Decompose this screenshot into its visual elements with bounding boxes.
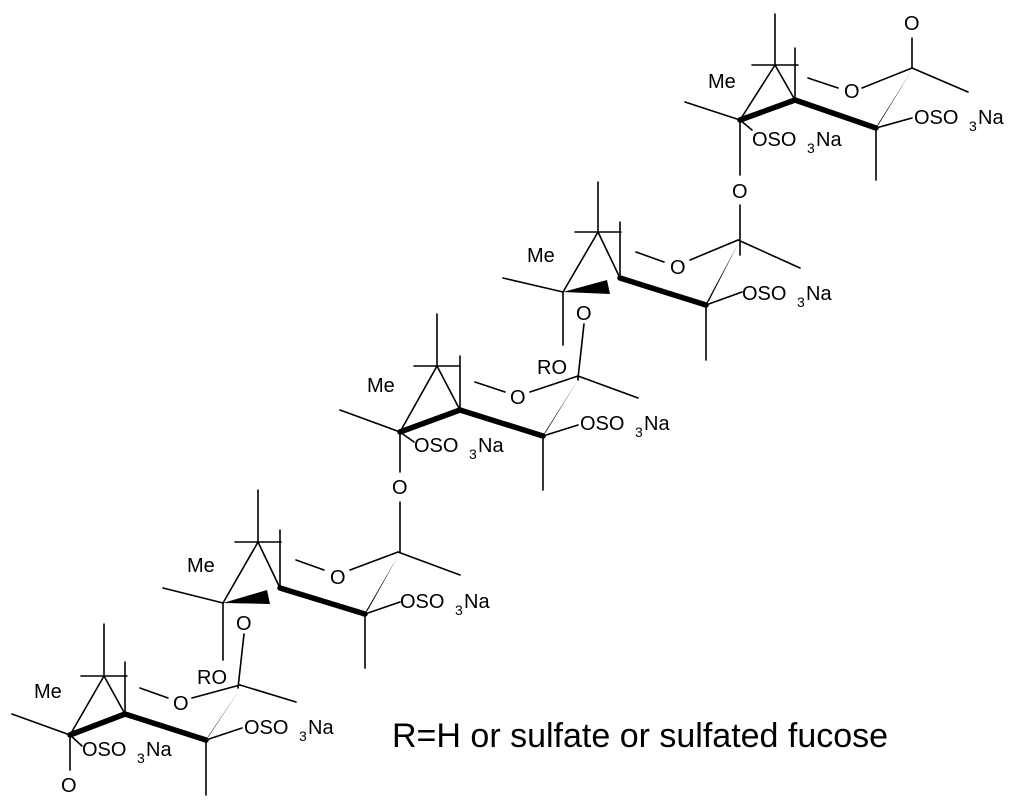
label-o: O	[844, 81, 860, 103]
label-oso: OSO	[82, 739, 126, 761]
label-na: Na	[146, 739, 172, 761]
label-me: Me	[34, 681, 62, 703]
label-oso: OSO	[742, 283, 786, 305]
label-oso: OSO	[414, 435, 458, 457]
label-subscript-3: 3	[969, 118, 977, 134]
label-o: O	[173, 693, 189, 715]
label-o: O	[510, 387, 526, 409]
label-subscript-3: 3	[455, 602, 463, 618]
label-oso: OSO	[914, 107, 958, 129]
label-me: Me	[708, 71, 736, 93]
label-me: Me	[367, 375, 395, 397]
label-oso: OSO	[400, 591, 444, 613]
label-o: O	[236, 613, 252, 635]
label-me: Me	[187, 555, 215, 577]
fucose-ring-4	[162, 489, 461, 689]
label-ro: RO	[197, 667, 227, 689]
label-na: Na	[816, 129, 842, 151]
label-oso: OSO	[580, 413, 624, 435]
fucose-ring-2	[502, 181, 801, 379]
label-na: Na	[644, 413, 670, 435]
label-na: Na	[464, 591, 490, 613]
label-o: O	[576, 303, 592, 325]
label-na: Na	[478, 435, 504, 457]
r-group-legend: R=H or sulfate or sulfated fucose	[392, 717, 888, 755]
label-subscript-3: 3	[807, 140, 815, 156]
label-subscript-3: 3	[635, 424, 643, 440]
label-o: O	[330, 567, 346, 589]
label-na: Na	[806, 283, 832, 305]
label-o: O	[392, 477, 408, 499]
label-subscript-3: 3	[469, 446, 477, 462]
label-o: O	[904, 13, 920, 35]
label-o: O	[732, 181, 748, 203]
label-subscript-3: 3	[797, 294, 805, 310]
label-subscript-3: 3	[137, 750, 145, 766]
fucose-ring-1	[684, 13, 969, 181]
label-subscript-3: 3	[299, 728, 307, 744]
fucose-ring-5	[11, 623, 297, 796]
label-oso: OSO	[752, 129, 796, 151]
label-na: Na	[978, 107, 1004, 129]
label-oso: OSO	[244, 717, 288, 739]
label-o: O	[61, 775, 77, 797]
label-o: O	[670, 257, 686, 279]
label-me: Me	[527, 245, 555, 267]
label-na: Na	[308, 717, 334, 739]
fucose-ring-3	[339, 313, 639, 491]
label-ro: RO	[537, 357, 567, 379]
